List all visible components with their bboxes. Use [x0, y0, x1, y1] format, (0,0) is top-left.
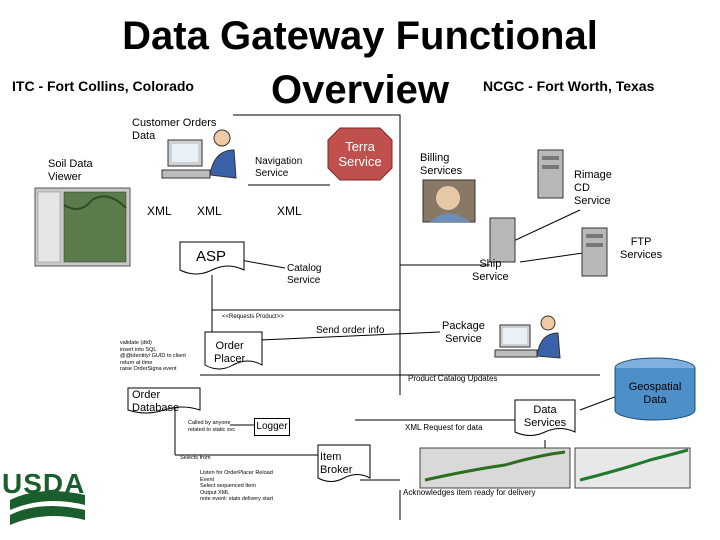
- geo-cylinder-body: [614, 368, 696, 421]
- site-right: NCGC - Fort Worth, Texas: [483, 78, 655, 94]
- called-note: Called by anyone related to static svc: [188, 420, 236, 433]
- order-db-label: Order Database: [132, 389, 180, 414]
- package-computer-icon: [494, 315, 561, 359]
- title-line2: Overview: [271, 68, 449, 112]
- item-broker-label: Item Broker: [320, 451, 353, 476]
- order-placer-label: Order Placer: [214, 340, 246, 365]
- terra-shape: [327, 127, 393, 181]
- ftp-label: FTP Services: [620, 236, 663, 261]
- customer-orders-label: Customer Orders Data: [132, 117, 217, 142]
- usda-logo-icon: [10, 491, 85, 525]
- xml-label-2: XML: [197, 204, 222, 218]
- geo-line: [579, 394, 621, 411]
- soil-viewer-label: Soil Data Viewer: [48, 158, 93, 183]
- xml-request-label: XML Request for data: [405, 423, 483, 432]
- item-broker-shape: [317, 444, 371, 482]
- ship-ftp-line: [519, 251, 591, 263]
- data-services-shape: [514, 399, 576, 436]
- logger-box: Logger: [254, 418, 290, 436]
- xml-label-1: XML: [147, 204, 172, 218]
- customer-computer-icon: [161, 129, 237, 179]
- ship-label: Ship Service: [472, 258, 509, 283]
- billing-label: Billing Services: [420, 152, 463, 177]
- asp-shape: [179, 241, 245, 275]
- xml-label-3: XML: [277, 204, 302, 218]
- geospatial-label: Geospatial Data: [628, 381, 682, 406]
- navigation-label: Navigation Service: [255, 156, 303, 179]
- ship-server-icon: [489, 217, 516, 263]
- data-services-label: Data Services: [523, 404, 567, 429]
- region-border: [233, 114, 401, 395]
- validate-note: validate (dtd) insert into SQL @@identit…: [120, 340, 186, 372]
- logger-label: Logger: [256, 421, 288, 432]
- order-placer-shape: [204, 331, 263, 370]
- listen-note: Listen for OrderPlacer Reload Event Sele…: [200, 470, 274, 502]
- requests-label: <<Requests Product>>: [222, 314, 284, 320]
- terra-label: Terra Service: [338, 139, 382, 169]
- order-db-shape: [127, 387, 201, 414]
- catalog-updates-label: Product Catalog Updates: [408, 374, 498, 383]
- asp-label: ASP: [196, 248, 227, 265]
- ftp-server-icon: [581, 227, 608, 277]
- acknowledges-label: Acknowledges item ready for delivery: [403, 488, 536, 497]
- site-left: ITC - Fort Collins, Colorado: [12, 78, 194, 94]
- asp-catalog-line: [239, 259, 286, 269]
- ship-rimage-line: [504, 209, 581, 246]
- usda-logo-text: USDA: [2, 468, 86, 499]
- title-line1: Data Gateway Functional: [122, 14, 598, 58]
- billing-photo: [422, 179, 476, 223]
- send-order-label: Send order info: [316, 325, 385, 336]
- catalog-label: Catalog Service: [287, 263, 322, 286]
- send-order-line: [259, 331, 441, 341]
- rimage-label: Rimage CD Service: [574, 169, 612, 207]
- rimage-server-icon: [537, 149, 564, 199]
- selects-label: Selects from: [180, 455, 211, 461]
- package-label: Package Service: [442, 320, 485, 345]
